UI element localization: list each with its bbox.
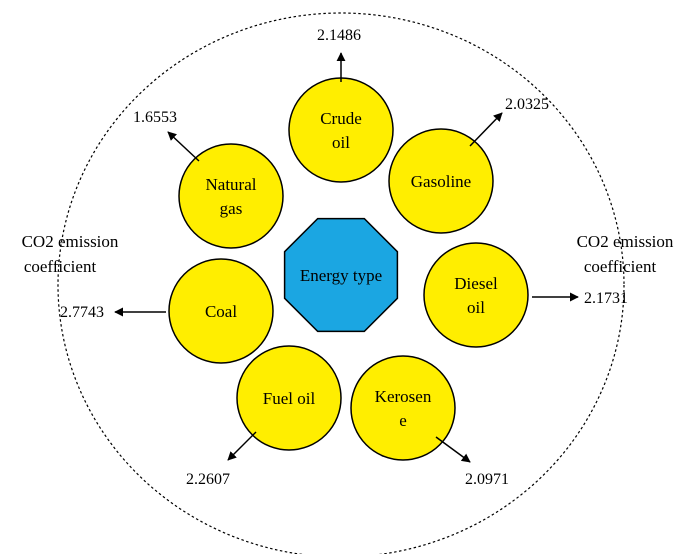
right-side-label-line2: coefficient — [584, 257, 657, 276]
coal-circle — [168, 258, 274, 364]
fuel-oil-circle — [236, 345, 342, 451]
fuel-oil-arrow — [227, 431, 257, 461]
outer-dotted-circle — [57, 12, 625, 554]
right-side-label-line1: CO2 emission — [577, 232, 674, 251]
natural-gas-arrow — [167, 131, 200, 162]
fuel-oil-label-line1: Fuel oil — [263, 389, 316, 408]
energy-node-natural-gas: Natural gas 1.6553 — [133, 109, 284, 249]
kerosene-label-line2: e — [399, 411, 407, 430]
gasoline-circle — [388, 128, 494, 234]
coal-label-line1: Coal — [205, 302, 237, 321]
gasoline-label-line1: Gasoline — [411, 172, 471, 191]
crude-oil-circle — [288, 77, 394, 183]
diesel-oil-coefficient-value: 2.1731 — [584, 290, 628, 307]
diesel-oil-circle — [423, 242, 529, 348]
natural-gas-coefficient-value: 1.6553 — [133, 109, 177, 126]
energy-node-kerosene: Kerosen e 2.0971 — [350, 355, 509, 488]
crude-oil-coefficient-value: 2.1486 — [317, 27, 361, 44]
kerosene-circle — [350, 355, 456, 461]
natural-gas-label-line1: Natural — [206, 175, 257, 194]
kerosene-arrow — [435, 436, 471, 463]
energy-type-octagon — [283, 217, 399, 333]
natural-gas-circle — [178, 143, 284, 249]
gasoline-coefficient-value: 2.0325 — [505, 96, 549, 113]
diesel-oil-label-line2: oil — [467, 298, 485, 317]
energy-type-label: Energy type — [300, 266, 382, 285]
energy-node-coal: Coal 2.7743 — [60, 258, 274, 364]
coal-coefficient-value: 2.7743 — [60, 304, 104, 321]
left-side-label-line1: CO2 emission — [22, 232, 119, 251]
crude-oil-label-line2: oil — [332, 133, 350, 152]
left-side-label-line2: coefficient — [24, 257, 97, 276]
kerosene-coefficient-value: 2.0971 — [465, 471, 509, 488]
kerosene-label-line1: Kerosen — [375, 387, 432, 406]
energy-node-crude-oil: Crude oil 2.1486 — [288, 27, 394, 183]
energy-node-fuel-oil: Fuel oil 2.2607 — [186, 345, 342, 488]
fuel-oil-coefficient-value: 2.2607 — [186, 471, 230, 488]
gasoline-arrow — [469, 112, 503, 147]
natural-gas-label-line2: gas — [220, 199, 243, 218]
diesel-oil-label-line1: Diesel — [454, 274, 498, 293]
energy-node-gasoline: Gasoline 2.0325 — [388, 96, 549, 234]
crude-oil-label-line1: Crude — [320, 109, 362, 128]
energy-node-diesel-oil: Diesel oil 2.1731 — [423, 242, 628, 348]
